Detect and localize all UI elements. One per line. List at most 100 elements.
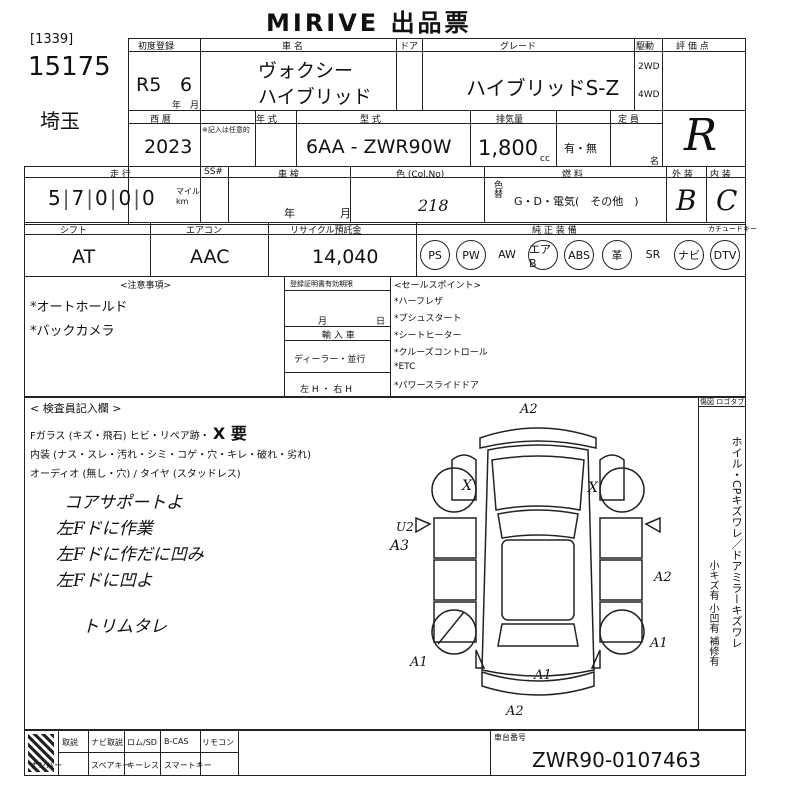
type-label: 型 式 xyxy=(360,115,381,125)
exterior-grade: B xyxy=(676,184,697,217)
damage-mark: X xyxy=(588,480,598,496)
bottom-cell-keyless: キーレス xyxy=(127,761,159,770)
inspector-note-1: コアサポートよ xyxy=(64,493,183,513)
damage-mark: A2 xyxy=(654,570,672,585)
notes-grid xyxy=(24,276,746,398)
bottom-cell-smart-key: スマートキー xyxy=(164,761,212,770)
equipment-ps: PS xyxy=(420,240,450,270)
wheel-side: 小キズ有 小凹有 補修有 xyxy=(707,560,718,667)
quota-unit: 名 xyxy=(650,157,660,167)
equipment-label-text: SR xyxy=(645,248,661,261)
bottom-cell-rom: ロム/SD xyxy=(127,738,157,747)
bottom-cell-number: ナンバー xyxy=(30,761,62,770)
inspector-note-4: 左Fドに凹よ xyxy=(56,571,153,591)
reg-expiry-label: 登録証明書有効期限 xyxy=(290,280,353,288)
aircon-label: エアコン xyxy=(186,226,223,236)
equipment-label-text: AW xyxy=(498,248,516,261)
inspector-note-2: 左Fドに作業 xyxy=(56,519,153,539)
drive-4wd: 4WD xyxy=(638,90,660,100)
equipment-dtv: DTV xyxy=(710,240,740,270)
grade-label: グレード xyxy=(500,42,537,52)
form-grid xyxy=(128,38,746,225)
displacement-label: 排気量 xyxy=(496,115,524,125)
quota-label: 定 員 xyxy=(618,115,639,125)
displacement-value: 1,800 xyxy=(478,136,539,160)
fuel-label: 燃 料 xyxy=(562,170,583,180)
dealer-label: ディーラー・並行 xyxy=(294,355,366,365)
aircon-value: AAC xyxy=(190,246,230,268)
notes-label: <注意事項> xyxy=(120,281,172,291)
glass-line: Fガラス (キズ・飛石) ヒビ・リペア跡・ X 要 xyxy=(30,420,247,444)
sales-points-label: <セールスポイント> xyxy=(394,281,482,291)
shift-value: AT xyxy=(72,246,96,268)
model-year-note: ※記入は任意的 xyxy=(202,126,250,134)
mileage-digits: 5|7|0|0|0 xyxy=(48,186,157,210)
sales-point-5: *ETC xyxy=(394,362,416,372)
glass-text: Fガラス (キズ・飛石) ヒビ・リペア跡・ xyxy=(30,431,210,442)
bottom-strip xyxy=(24,730,746,776)
equipment-airbag: エアB xyxy=(528,240,558,270)
equipment-navi: ナビ xyxy=(674,240,704,270)
car-name-line1: ヴォクシー xyxy=(258,60,354,82)
equipment-label-text: PW xyxy=(462,248,480,262)
damage-mark: A2 xyxy=(520,402,538,417)
inspection-label: 車 検 xyxy=(278,170,299,180)
diagram-head: 傷図 ロゴタブ xyxy=(700,398,745,406)
lot-region: 埼玉 xyxy=(40,109,80,133)
note-2: *バックカメラ xyxy=(30,324,115,339)
interior-line: 内装 (ナス・スレ・汚れ・シミ・コゲ・穴・キレ・破れ・劣れ) xyxy=(30,450,311,461)
equipment-abs: ABS xyxy=(564,240,594,270)
qr-stamp xyxy=(28,734,54,772)
model-value: 6AA - ZWR90W xyxy=(306,136,452,158)
equipment-label-text: ナビ xyxy=(678,249,700,262)
year-label: 西 暦 xyxy=(150,115,171,125)
equipment-label-text: エアB xyxy=(529,242,551,270)
color-code: 218 xyxy=(418,196,449,215)
shift-label: シフト xyxy=(60,226,88,236)
damage-mark: A3 xyxy=(390,538,410,554)
chassis-label: 車台番号 xyxy=(494,733,526,742)
bottom-cell-spare-key: スペアキー xyxy=(91,761,131,770)
mileage-digit: 0 xyxy=(94,186,110,210)
reg-expiry-month: 月 xyxy=(318,317,328,327)
bottom-cell-bcas: B-CAS xyxy=(164,737,189,746)
import-car-label: 輸 入 車 xyxy=(322,331,355,341)
mileage-digit: 7 xyxy=(71,186,87,210)
chassis-number: ZWR90-0107463 xyxy=(532,748,702,772)
sales-point-2: *プシュスタート xyxy=(394,314,462,324)
car-guide-label: カチュードキー xyxy=(708,225,757,233)
equipment-aw: AW xyxy=(492,248,522,261)
damage-mark: A1 xyxy=(534,668,552,683)
mileage-digit: 0 xyxy=(118,186,134,210)
fuel-value: G・D・電気( その他 ) xyxy=(514,195,639,208)
reg-era: R5 xyxy=(136,74,162,96)
bottom-cell-navi-manual: ナビ取説 xyxy=(91,738,123,747)
lot-bracket: [1339] xyxy=(30,32,74,47)
inspection-month: 月 xyxy=(340,207,351,220)
color-suffix: 色替 xyxy=(492,180,502,198)
steering-label: 左 H ・ 右 H xyxy=(300,385,352,395)
mileage-label: 走 行 xyxy=(110,170,131,180)
inspector-note-5: トリムタレ xyxy=(82,617,167,637)
interior-label: 内 装 xyxy=(710,170,731,180)
sales-point-3: *シートヒーター xyxy=(394,331,462,341)
damage-mark: A2 xyxy=(506,704,524,719)
brand-title: MIRIVE 出品票 xyxy=(266,3,472,38)
reg-month: 6 xyxy=(180,74,193,96)
displacement-unit: cc xyxy=(540,154,550,164)
interior-grade: C xyxy=(716,184,738,217)
glass-mark: X 要 xyxy=(212,424,247,443)
score-label: 評 価 点 xyxy=(676,42,709,52)
form-title: 出品票 xyxy=(390,9,472,37)
equipment-label-text: PS xyxy=(428,248,442,262)
bottom-cell-remote: リモコン xyxy=(202,738,234,747)
door-label: ドア xyxy=(400,42,419,52)
reg-month-unit: 月 xyxy=(190,101,200,111)
sales-point-4: *クルーズコントロール xyxy=(394,348,488,358)
damage-mark: A1 xyxy=(650,636,668,651)
recycle-value: 14,040 xyxy=(312,246,379,268)
inspector-section xyxy=(24,396,746,730)
lot-number: 15175 xyxy=(28,52,111,82)
damage-mark: U2 xyxy=(396,520,414,534)
year-value: 2023 xyxy=(144,136,193,158)
